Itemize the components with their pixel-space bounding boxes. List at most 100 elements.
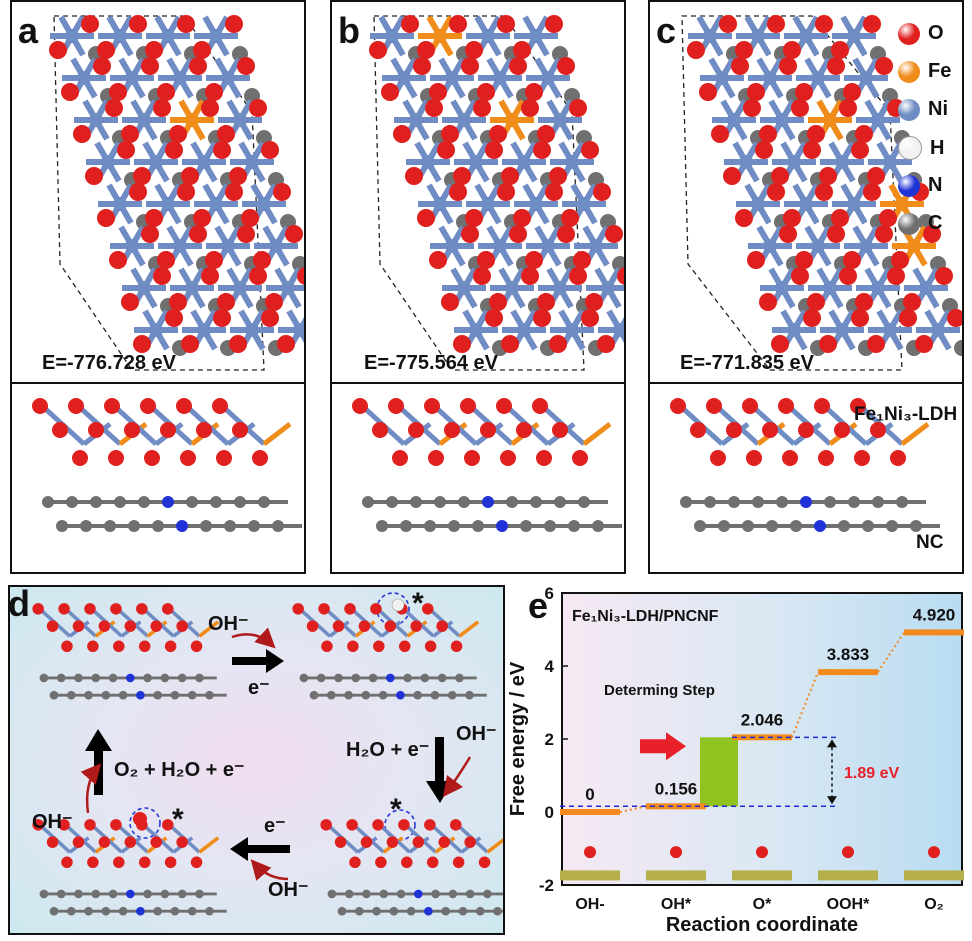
energy-value-label: 4.920: [913, 605, 956, 624]
panel-c-label: c: [656, 10, 677, 51]
energy-value-label: 0: [585, 785, 594, 804]
legend-text-c: C: [928, 212, 943, 234]
energy-level: [646, 803, 706, 810]
y-tick-label: 0: [545, 803, 554, 822]
determining-step-bar: [700, 737, 738, 807]
substrate-plate: [732, 870, 792, 881]
substrate-plate: [560, 870, 620, 881]
energy-value-label: 2.046: [741, 710, 784, 729]
chart-title: Fe₁Ni₃-LDH/PNCNF: [572, 608, 719, 625]
site-circle-left: [129, 807, 161, 839]
red-arrow-left: [80, 763, 102, 814]
panel-b-side: [330, 382, 626, 574]
gap-label: 1.89 eV: [844, 765, 899, 782]
substrate-plate: [646, 870, 706, 881]
energy-level: [560, 809, 620, 815]
y-tick-label: -2: [539, 876, 554, 895]
arrow-down-right: [426, 737, 453, 803]
panel-b-side-structure: [352, 398, 622, 532]
legend-text-h: H: [930, 136, 945, 159]
bottom-reagent: OH⁻: [268, 879, 309, 901]
legend-item-o: O: [898, 22, 944, 45]
legend-ball-ni: [898, 98, 920, 121]
x-axis-label: Reaction coordinate: [666, 914, 858, 935]
determining-step-arrow: [640, 732, 686, 761]
panel-b-label: b: [338, 10, 360, 51]
legend-item-n: N: [898, 174, 942, 197]
y-tick-label: 4: [545, 657, 555, 676]
panel-b-structure: [369, 15, 624, 371]
adsorbate-atom: [928, 846, 940, 859]
level-connector: [791, 671, 819, 738]
panel-c-structure: [681, 15, 962, 371]
panel-a-side-structure: [32, 398, 302, 532]
x-tick-label: OOH*: [827, 896, 870, 913]
panel-b-top: b E=-775.564 eV: [330, 0, 626, 384]
adsorbate-atom: [584, 846, 596, 859]
panel-c-energy: E=-771.835 eV: [680, 352, 814, 374]
x-tick-label: O*: [753, 896, 772, 913]
x-tick-label: OH-: [575, 896, 604, 913]
legend-ball-n: [898, 174, 920, 197]
legend-ball-h: [898, 136, 922, 160]
panel-d-cycle: [32, 592, 503, 916]
star-top: *: [412, 587, 424, 620]
red-arrow-bottom: [250, 859, 289, 881]
legend-ball-o: [898, 22, 920, 45]
red-arrow-right: [443, 756, 472, 798]
arrow-right-top: [232, 649, 284, 673]
y-tick-label: 2: [545, 730, 554, 749]
panel-a-side: [10, 382, 306, 574]
legend-ball-fe: [898, 60, 920, 83]
panel-b-energy: E=-775.564 eV: [364, 352, 498, 374]
panel-a-top: a E=-776.728 eV: [10, 0, 306, 384]
y-axis-label: Free energy / eV: [508, 661, 529, 816]
energy-level: [904, 629, 964, 636]
substrate-plate: [818, 870, 878, 881]
right-text: H₂O + e⁻: [346, 739, 430, 761]
left-reagent: OH⁻: [32, 811, 73, 833]
legend-item-fe: Fe: [898, 60, 951, 83]
energy-chart: -2 0 2 4 6OH- OH* O* OOH* O₂ Reaction coordinate F…: [507, 584, 964, 936]
ldh-label: Fe₁Ni₃-LDH: [854, 404, 958, 425]
nc-label: NC: [916, 532, 944, 553]
red-arrow-top: [231, 627, 276, 649]
determining-step-label: Determing Step: [604, 682, 715, 699]
arrow-left-bottom: [230, 837, 290, 861]
energy-value-label: 0.156: [655, 779, 698, 798]
panel-c-side: Fe₁Ni₃-LDH NC: [648, 382, 964, 574]
panel-a-energy: E=-776.728 eV: [42, 352, 176, 374]
legend-text-ni: Ni: [928, 98, 948, 120]
panel-c-side-structure: [670, 398, 940, 532]
panel-d-label: d: [8, 585, 30, 624]
legend-ball-c: [898, 212, 920, 235]
left-text: O₂ + H₂O + e⁻: [114, 759, 245, 781]
panel-a-structure: [49, 15, 304, 371]
y-tick-label: 6: [545, 585, 554, 603]
legend-item-h: H: [898, 136, 944, 160]
energy-level: [818, 669, 878, 676]
top-electron: e⁻: [248, 677, 270, 699]
substrate-plate: [904, 870, 964, 881]
legend-item-c: C: [898, 212, 942, 235]
adsorbate-atom: [756, 846, 768, 859]
x-tick-label: OH*: [661, 896, 692, 913]
adsorbate-atom: [670, 846, 682, 859]
legend-text-n: N: [928, 174, 943, 196]
x-tick-label: O₂: [924, 896, 944, 913]
panel-d: d OH⁻ e⁻ H₂O + e⁻ OH⁻ e⁻ OH⁻ O₂ + H₂O + …: [8, 585, 505, 935]
legend-text-o: O: [928, 22, 944, 44]
energy-value-label: 3.833: [827, 645, 870, 664]
legend-item-ni: Ni: [898, 98, 948, 121]
star-left: *: [172, 803, 184, 836]
bottom-electron: e⁻: [264, 815, 286, 837]
legend-text-fe: Fe: [928, 60, 952, 82]
right-reagent: OH⁻: [456, 723, 497, 745]
adsorbate-atom: [842, 846, 854, 859]
panel-e-label: e: [528, 585, 549, 626]
panel-a-label: a: [18, 10, 39, 51]
top-reagent: OH⁻: [208, 613, 249, 635]
star-right: *: [390, 793, 402, 826]
